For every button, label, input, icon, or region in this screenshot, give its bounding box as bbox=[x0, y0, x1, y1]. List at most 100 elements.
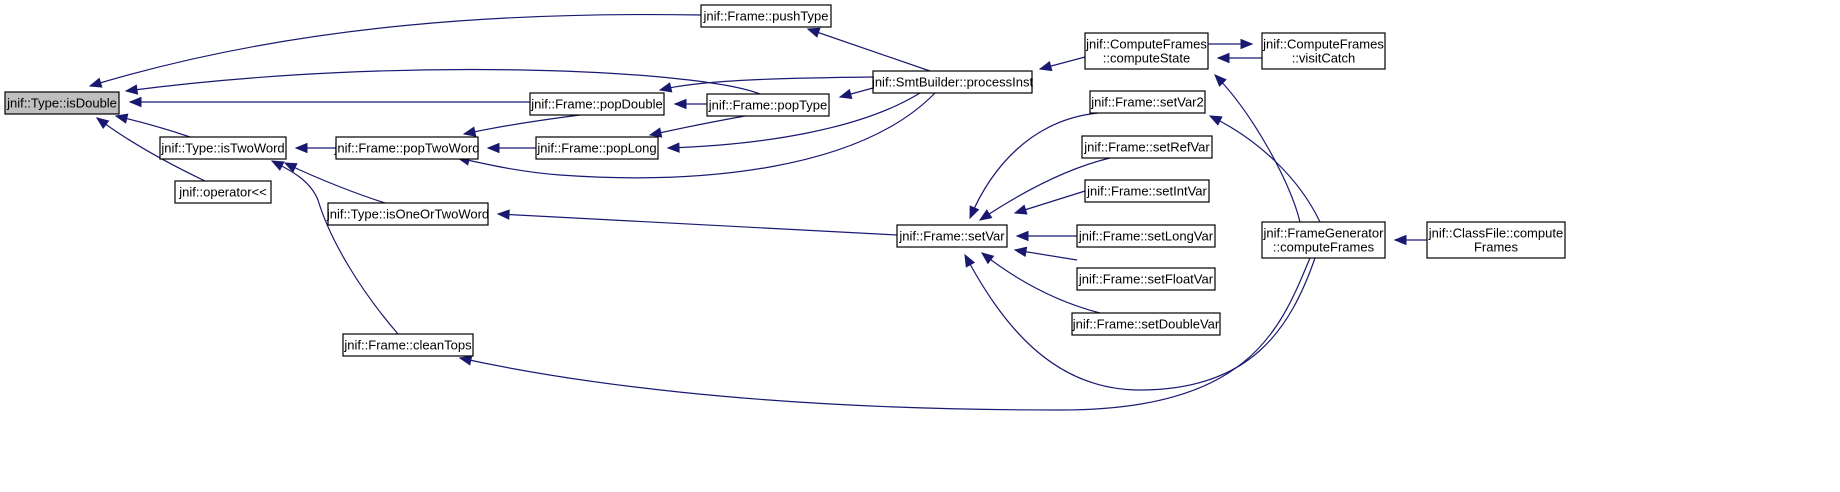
arrowhead-icon bbox=[486, 142, 500, 154]
edge-setFloatVar-to-setVar bbox=[1013, 246, 1078, 261]
node-label: jnif::Frame::setIntVar bbox=[1086, 184, 1207, 199]
node-operatorLL[interactable]: jnif::operator<< bbox=[174, 180, 272, 204]
node-setVar[interactable]: jnif::Frame::setVar bbox=[896, 224, 1008, 248]
arrowhead-icon bbox=[648, 127, 663, 138]
node-box bbox=[1084, 32, 1209, 70]
edge-line bbox=[284, 162, 386, 204]
arrowhead-icon bbox=[270, 160, 285, 171]
edge-line bbox=[125, 68, 761, 95]
node-box bbox=[1089, 90, 1206, 114]
edge-setDoubleVar-to-setVar bbox=[980, 252, 1101, 314]
edge-computeFrames-to-cleanTops bbox=[458, 257, 1311, 411]
node-isTwoWord[interactable]: jnif::Type::isTwoWord bbox=[159, 136, 287, 160]
edge-setLongVar-to-setVar bbox=[1015, 230, 1077, 242]
edge-isOneOrTwoWord-to-isTwoWord bbox=[283, 162, 386, 204]
node-processInst[interactable]: jnif::SmtBuilder::processInst bbox=[871, 70, 1034, 94]
node-box bbox=[1081, 135, 1213, 159]
edge-setRefVar-to-setVar bbox=[978, 157, 1111, 221]
edge-line bbox=[457, 92, 936, 179]
node-popLong[interactable]: jnif::Frame::popLong bbox=[535, 136, 659, 160]
edge-line bbox=[1014, 190, 1086, 214]
edge-computeFrames-to-setVar2 bbox=[1208, 115, 1321, 223]
edge-popType-to-popLong bbox=[648, 115, 746, 138]
edge-cleanTops-to-isTwoWord bbox=[270, 160, 399, 335]
edge-line bbox=[497, 213, 898, 236]
node-setFloatVar[interactable]: jnif::Frame::setFloatVar bbox=[1076, 267, 1216, 291]
arrowhead-icon bbox=[838, 88, 853, 100]
node-label: jnif::ComputeFrames bbox=[1085, 37, 1207, 52]
edge-line bbox=[271, 160, 399, 335]
node-label: jnif::Frame::setLongVar bbox=[1078, 229, 1214, 244]
node-label: jnif::Frame::popDouble bbox=[530, 97, 663, 112]
arrowhead-icon bbox=[1013, 204, 1028, 215]
edge-line bbox=[807, 28, 931, 72]
edge-classFileCompute-to-computeFrames bbox=[1393, 234, 1427, 246]
edge-setIntVar-to-setVar bbox=[1013, 190, 1086, 215]
edge-processInst-to-popDouble bbox=[658, 76, 874, 93]
edge-line bbox=[964, 254, 1316, 391]
edge-processInst-to-popType bbox=[838, 87, 874, 100]
arrowhead-icon bbox=[294, 142, 308, 154]
node-box bbox=[335, 136, 479, 160]
arrowhead-icon bbox=[1214, 74, 1227, 87]
node-isOneOrTwoWord[interactable]: jnif::Type::isOneOrTwoWord bbox=[326, 202, 489, 226]
node-box bbox=[700, 4, 832, 28]
node-popTwoWord[interactable]: jnif::Frame::popTwoWord bbox=[334, 136, 480, 160]
edge-operatorLL-to-isDouble bbox=[95, 117, 206, 182]
node-box bbox=[1261, 221, 1386, 259]
edge-popType-to-popDouble bbox=[673, 98, 707, 110]
arrowhead-icon bbox=[964, 253, 976, 268]
node-setLongVar[interactable]: jnif::Frame::setLongVar bbox=[1076, 224, 1216, 248]
edge-popDouble-to-isDouble bbox=[128, 96, 530, 108]
edge-popLong-to-popTwoWord bbox=[486, 142, 536, 154]
edge-line bbox=[667, 92, 921, 149]
edge-computeFrames-to-computeState bbox=[1214, 74, 1301, 223]
node-computeFrames[interactable]: jnif::FrameGenerator::computeFrames bbox=[1261, 221, 1386, 259]
node-label: jnif::Frame::pushType bbox=[703, 9, 829, 24]
node-box bbox=[1076, 267, 1216, 291]
node-label: jnif::Frame::setRefVar bbox=[1083, 140, 1210, 155]
node-label: jnif::Type::isDouble bbox=[6, 96, 117, 111]
node-box bbox=[1071, 312, 1221, 336]
graph-nodes: jnif::Type::isDoublejnif::Type::isTwoWor… bbox=[4, 4, 1566, 357]
arrowhead-icon bbox=[128, 96, 142, 108]
edge-line bbox=[96, 117, 206, 182]
node-visitCatch[interactable]: jnif::ComputeFrames::visitCatch bbox=[1261, 32, 1386, 70]
edge-isTwoWord-to-isDouble bbox=[114, 113, 191, 138]
node-label: ::computeState bbox=[1103, 51, 1190, 66]
arrowhead-icon bbox=[1015, 230, 1029, 242]
node-box bbox=[896, 224, 1008, 248]
node-label: jnif::Frame::popLong bbox=[536, 141, 656, 156]
node-box bbox=[1261, 32, 1386, 70]
node-label: jnif::Type::isTwoWord bbox=[160, 141, 284, 156]
node-isDouble[interactable]: jnif::Type::isDouble bbox=[4, 91, 120, 115]
edge-processInst-to-pushType bbox=[806, 27, 931, 72]
node-pushType[interactable]: jnif::Frame::pushType bbox=[700, 4, 832, 28]
node-setDoubleVar[interactable]: jnif::Frame::setDoubleVar bbox=[1071, 312, 1221, 336]
node-classFileCompute[interactable]: jnif::ClassFile::computeFrames bbox=[1426, 221, 1566, 259]
node-box bbox=[174, 180, 272, 204]
node-setRefVar[interactable]: jnif::Frame::setRefVar bbox=[1081, 135, 1213, 159]
node-popType[interactable]: jnif::Frame::popType bbox=[706, 93, 830, 117]
edge-line bbox=[463, 114, 581, 135]
node-computeState[interactable]: jnif::ComputeFrames::computeState bbox=[1084, 32, 1209, 70]
arrowhead-icon bbox=[1240, 38, 1254, 50]
node-label: ::visitCatch bbox=[1292, 51, 1356, 66]
arrowhead-icon bbox=[88, 77, 103, 88]
node-setIntVar[interactable]: jnif::Frame::setIntVar bbox=[1084, 179, 1210, 203]
node-box bbox=[706, 93, 830, 117]
arrowhead-icon bbox=[462, 126, 477, 137]
edge-line bbox=[981, 252, 1101, 314]
node-setVar2[interactable]: jnif::Frame::setVar2 bbox=[1089, 90, 1206, 114]
node-popDouble[interactable]: jnif::Frame::popDouble bbox=[529, 92, 665, 116]
arrowhead-icon bbox=[673, 98, 687, 110]
node-box bbox=[535, 136, 659, 160]
arrowhead-icon bbox=[1208, 115, 1223, 126]
edge-setVar2-to-setVar bbox=[969, 112, 1099, 220]
edge-line bbox=[459, 257, 1311, 411]
node-label: jnif::Frame::setFloatVar bbox=[1078, 272, 1214, 287]
node-label: Frames bbox=[1474, 240, 1519, 255]
node-cleanTops[interactable]: jnif::Frame::cleanTops bbox=[342, 333, 474, 357]
edge-line bbox=[979, 157, 1111, 221]
